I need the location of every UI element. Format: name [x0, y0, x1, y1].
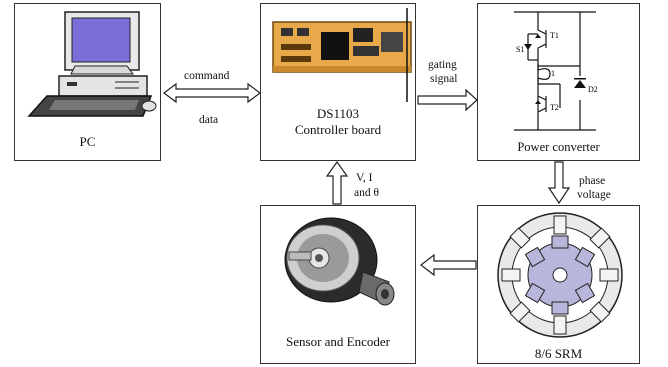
gating-label: gating	[428, 58, 457, 72]
pc-controller-arrow	[164, 84, 260, 102]
command-label: command	[184, 69, 229, 83]
data-label: data	[199, 113, 218, 127]
phase-voltage-label-line1: phase	[579, 174, 605, 188]
signal-label: signal	[430, 72, 457, 86]
phase-voltage-label-line2: voltage	[577, 188, 611, 202]
vi-theta-label-line1: V, I	[356, 171, 372, 185]
sensor-controller-arrow	[327, 162, 347, 204]
vi-theta-label-line2: and θ	[354, 186, 379, 200]
converter-motor-arrow	[549, 162, 569, 203]
controller-converter-arrow	[418, 90, 477, 110]
motor-sensor-arrow	[421, 255, 476, 275]
